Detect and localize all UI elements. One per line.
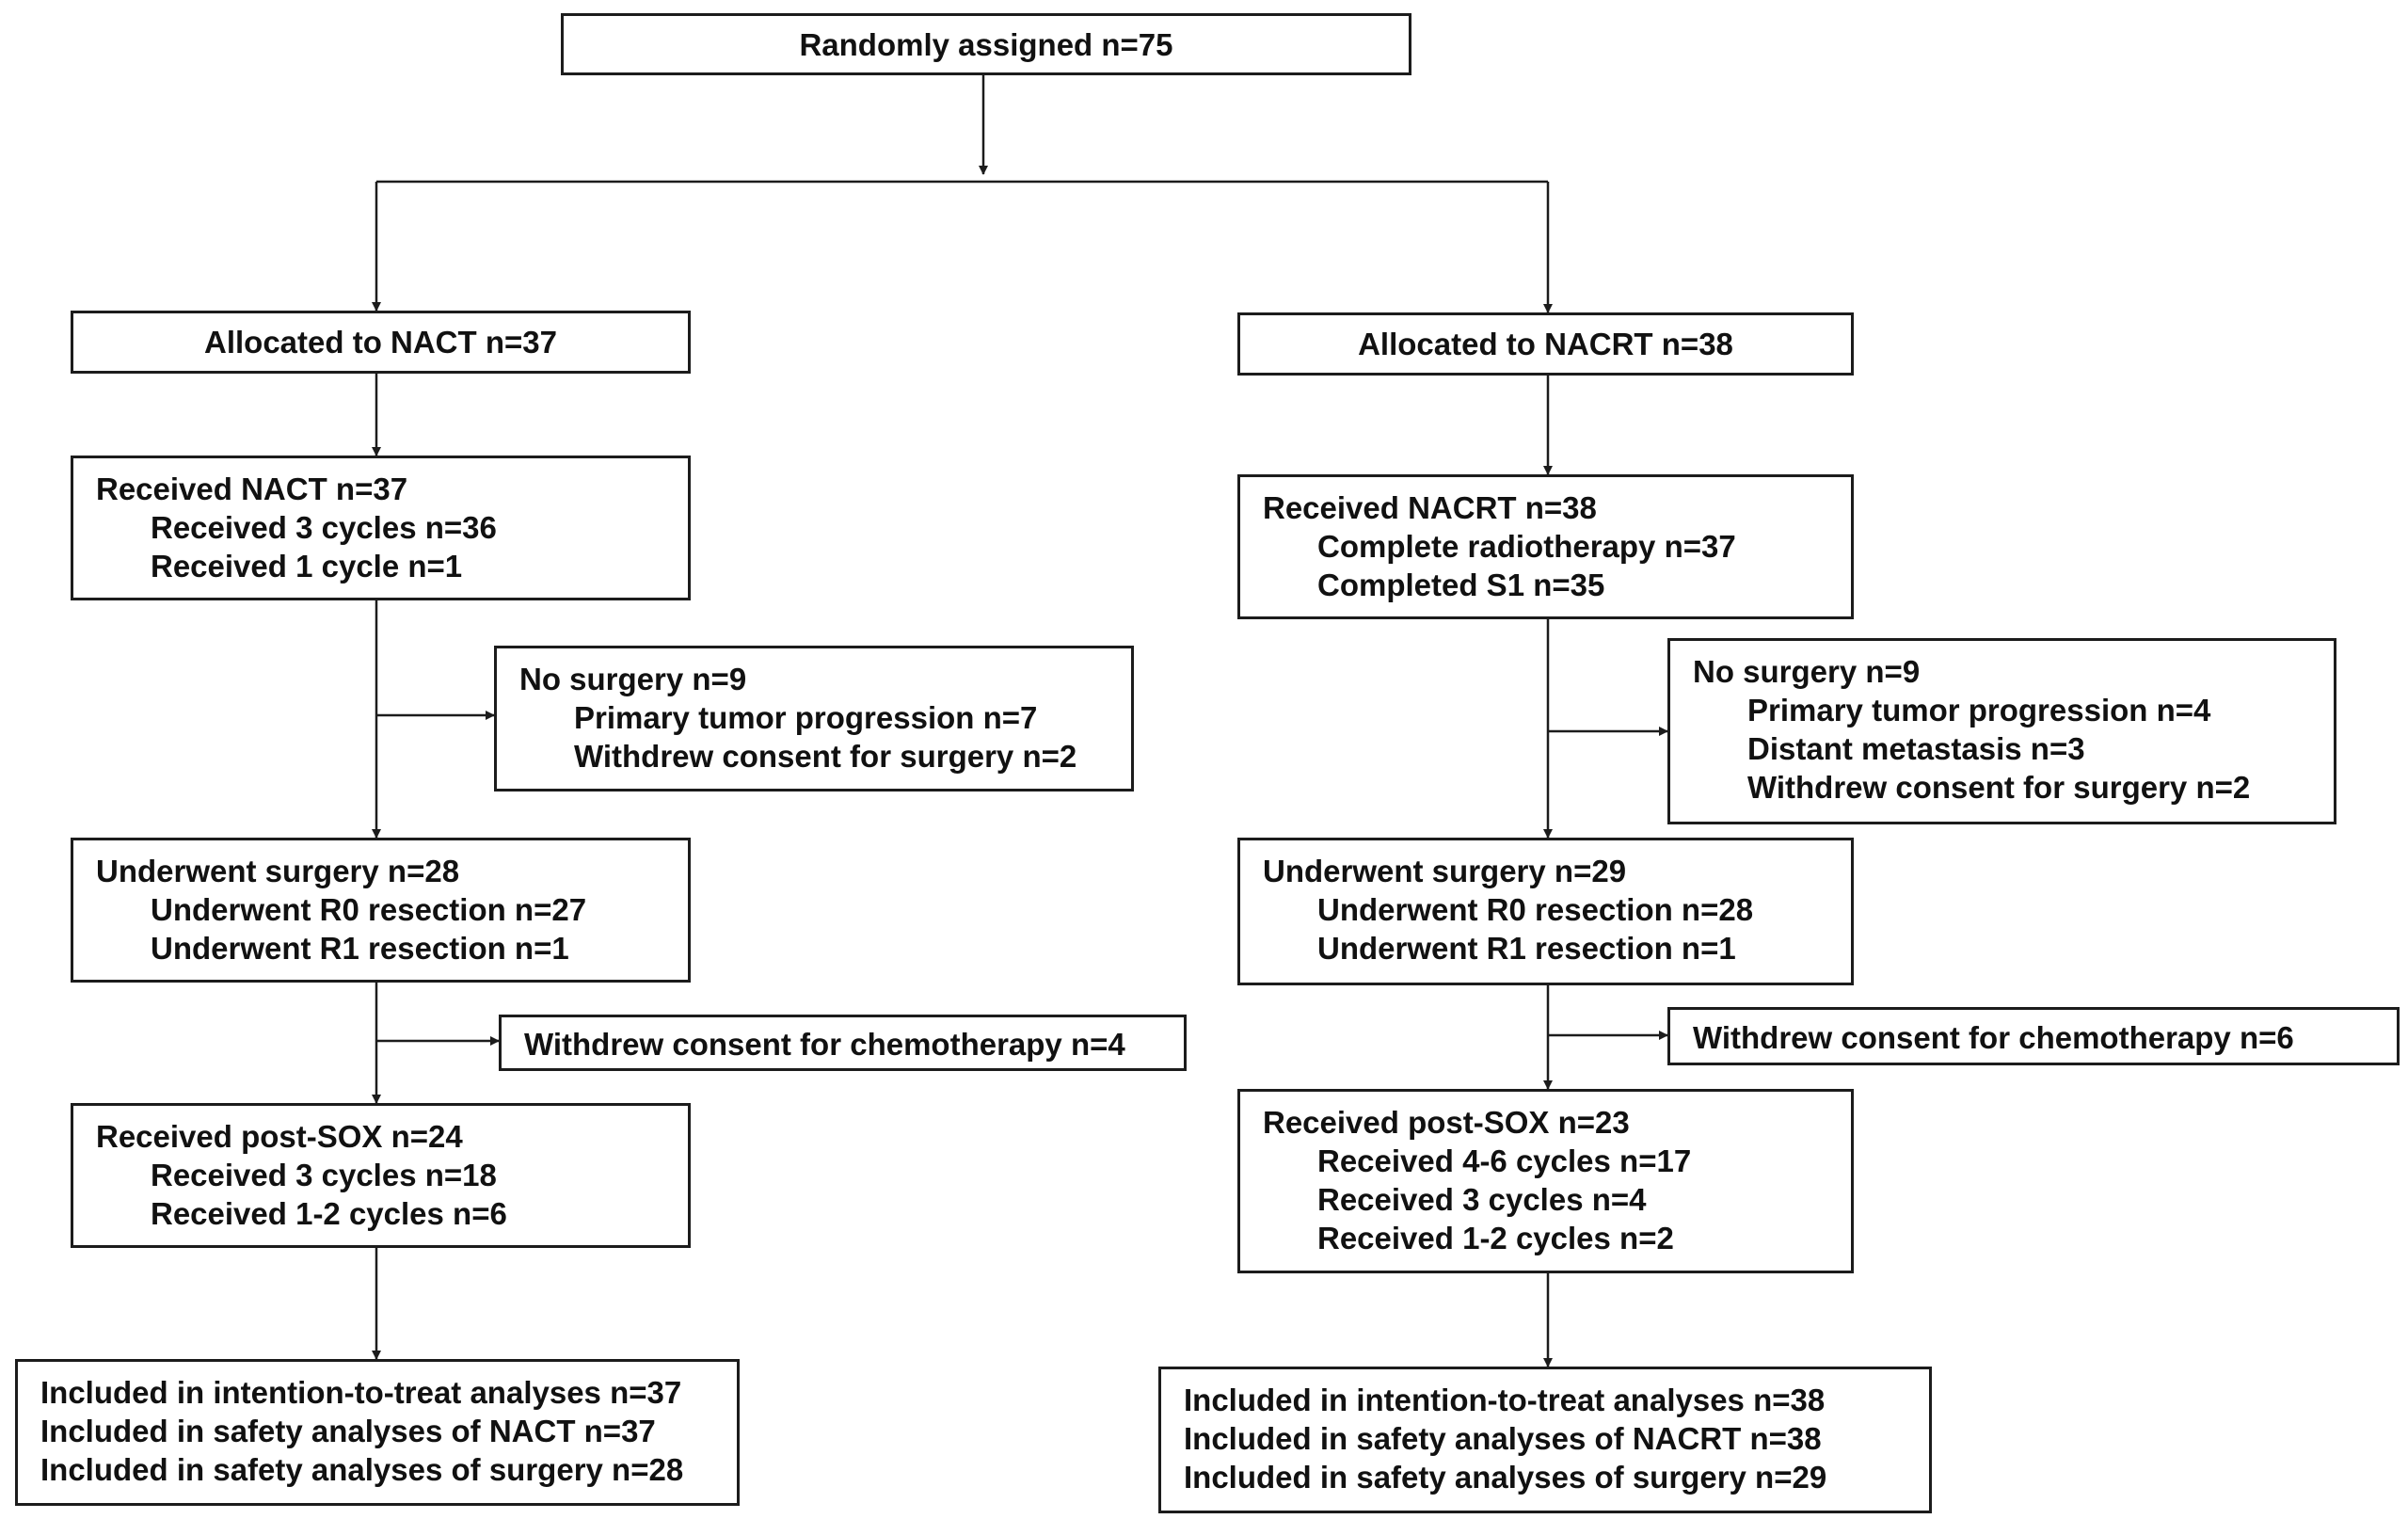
nacrt-post-sox-item: Received 1-2 cycles n=2	[1317, 1221, 1674, 1255]
nact-surgery-box: Underwent surgery n=28 Underwent R0 rese…	[71, 838, 691, 983]
nact-surgery-item: Underwent R1 resection n=1	[151, 931, 569, 966]
nact-post-sox-box: Received post-SOX n=24 Received 3 cycles…	[71, 1103, 691, 1248]
allocated-nacrt-label: Allocated to NACRT n=38	[1358, 327, 1733, 361]
nact-withdrew-chemo-label: Withdrew consent for chemotherapy n=4	[524, 1027, 1125, 1062]
nacrt-post-sox-item: Received 3 cycles n=4	[1317, 1182, 1647, 1217]
nacrt-analyses-item: Included in intention-to-treat analyses …	[1184, 1383, 1826, 1417]
nacrt-no-surgery-item: Withdrew consent for surgery n=2	[1747, 770, 2251, 805]
allocated-nact-box: Allocated to NACT n=37	[71, 311, 691, 374]
allocated-nacrt-box: Allocated to NACRT n=38	[1237, 312, 1854, 376]
nacrt-analyses-item: Included in safety analyses of NACRT n=3…	[1184, 1421, 1822, 1456]
nacrt-analyses-item: Included in safety analyses of surgery n…	[1184, 1460, 1827, 1495]
nact-surgery-item: Underwent R0 resection n=27	[151, 892, 587, 927]
received-nact-item: Received 3 cycles n=36	[151, 510, 497, 545]
nact-no-surgery-title: No surgery n=9	[519, 662, 747, 696]
nact-post-sox-item: Received 1-2 cycles n=6	[151, 1196, 507, 1231]
received-nacrt-item: Complete radiotherapy n=37	[1317, 529, 1736, 564]
nact-analyses-box: Included in intention-to-treat analyses …	[15, 1359, 740, 1506]
nacrt-post-sox-title: Received post-SOX n=23	[1263, 1105, 1630, 1140]
nact-no-surgery-box: No surgery n=9 Primary tumor progression…	[494, 646, 1134, 791]
nacrt-surgery-title: Underwent surgery n=29	[1263, 854, 1627, 888]
nact-surgery-title: Underwent surgery n=28	[96, 854, 460, 888]
received-nact-box: Received NACT n=37 Received 3 cycles n=3…	[71, 456, 691, 600]
nact-no-surgery-item: Withdrew consent for surgery n=2	[574, 739, 1077, 774]
allocated-nact-label: Allocated to NACT n=37	[204, 325, 557, 360]
nact-analyses-item: Included in intention-to-treat analyses …	[40, 1375, 682, 1410]
nacrt-analyses-box: Included in intention-to-treat analyses …	[1158, 1367, 1932, 1513]
received-nact-item: Received 1 cycle n=1	[151, 549, 463, 584]
nacrt-withdrew-chemo-label: Withdrew consent for chemotherapy n=6	[1693, 1020, 2294, 1055]
received-nacrt-box: Received NACRT n=38 Complete radiotherap…	[1237, 474, 1854, 619]
received-nact-title: Received NACT n=37	[96, 472, 408, 506]
nacrt-surgery-box: Underwent surgery n=29 Underwent R0 rese…	[1237, 838, 1854, 985]
randomly-assigned-label: Randomly assigned n=75	[799, 26, 1173, 62]
nacrt-post-sox-box: Received post-SOX n=23 Received 4-6 cycl…	[1237, 1089, 1854, 1273]
received-nacrt-title: Received NACRT n=38	[1263, 490, 1597, 525]
nact-no-surgery-item: Primary tumor progression n=7	[574, 700, 1038, 735]
nact-post-sox-title: Received post-SOX n=24	[96, 1119, 463, 1154]
nacrt-no-surgery-box: No surgery n=9 Primary tumor progression…	[1667, 638, 2336, 824]
nacrt-withdrew-chemo-box: Withdrew consent for chemotherapy n=6	[1667, 1007, 2400, 1065]
nact-analyses-item: Included in safety analyses of surgery n…	[40, 1452, 684, 1487]
nacrt-no-surgery-item: Distant metastasis n=3	[1747, 731, 2085, 766]
nacrt-surgery-item: Underwent R1 resection n=1	[1317, 931, 1736, 966]
nacrt-no-surgery-item: Primary tumor progression n=4	[1747, 693, 2211, 728]
received-nacrt-item: Completed S1 n=35	[1317, 568, 1605, 602]
nact-withdrew-chemo-box: Withdrew consent for chemotherapy n=4	[499, 1015, 1187, 1071]
nacrt-surgery-item: Underwent R0 resection n=28	[1317, 892, 1754, 927]
nact-analyses-item: Included in safety analyses of NACT n=37	[40, 1414, 656, 1448]
nacrt-no-surgery-title: No surgery n=9	[1693, 654, 1921, 689]
randomly-assigned-box: Randomly assigned n=75	[561, 13, 1411, 75]
nact-post-sox-item: Received 3 cycles n=18	[151, 1158, 497, 1192]
nacrt-post-sox-item: Received 4-6 cycles n=17	[1317, 1143, 1692, 1178]
